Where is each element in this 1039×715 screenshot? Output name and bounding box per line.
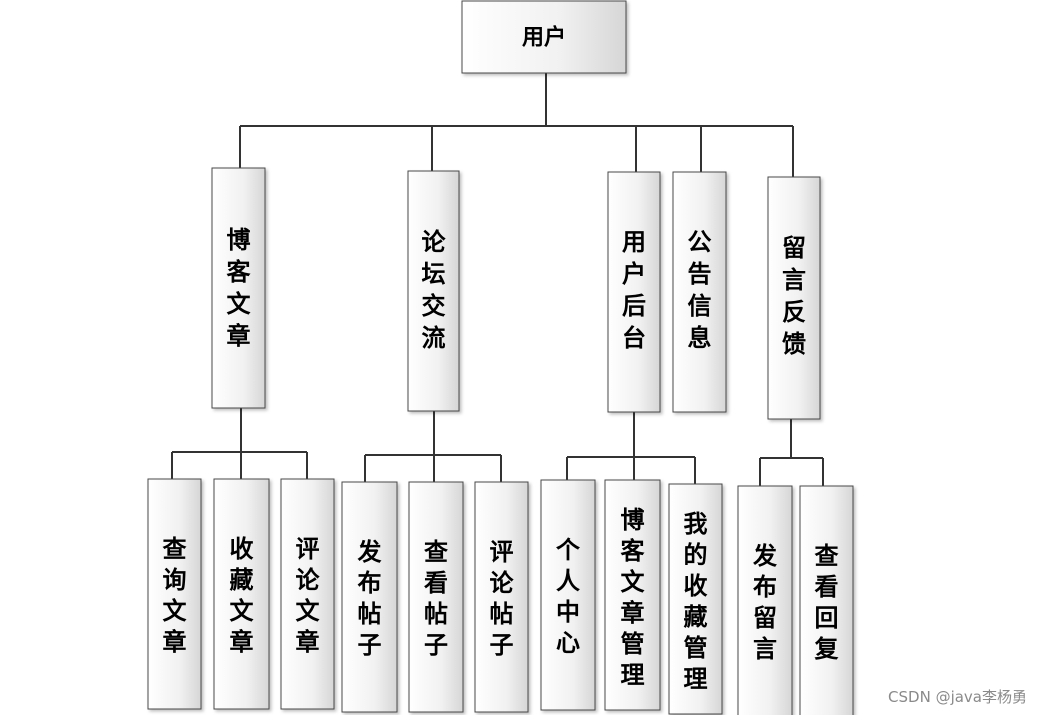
node-notice: 公告信息: [672, 171, 727, 413]
node-forum: 论坛交流: [407, 170, 460, 412]
child-node-forum-0-rect: [341, 481, 398, 713]
child-node-forum-2-label: 评论帖子: [490, 538, 515, 659]
node-backend-rect: [607, 171, 661, 413]
node-backend: 用户后台: [607, 171, 661, 413]
child-node-backend-2-rect: [668, 483, 723, 715]
child-node-forum-1-rect: [408, 481, 464, 713]
child-node-forum-2-rect: [474, 481, 529, 713]
child-node-feedback-0: 发布留言: [737, 485, 793, 715]
node-feedback-label: 留言反馈: [782, 234, 806, 358]
node-forum-rect: [407, 170, 460, 412]
child-node-forum-0-label: 发布帖子: [357, 538, 382, 659]
child-node-blog-2-label: 评论文章: [296, 535, 321, 656]
node-notice-rect: [672, 171, 727, 413]
root-node: 用户: [461, 0, 627, 74]
node-notice-label: 公告信息: [688, 228, 712, 352]
child-node-feedback-1-rect: [799, 485, 854, 715]
child-node-blog-0: 查询文章: [147, 478, 202, 710]
root-node-rect: [461, 0, 627, 74]
node-blog-rect: [211, 167, 266, 409]
child-node-forum-0: 发布帖子: [341, 481, 398, 713]
child-node-feedback-0-label: 发布留言: [752, 542, 777, 663]
child-node-feedback-0-rect: [737, 485, 793, 715]
child-node-blog-0-rect: [147, 478, 202, 710]
child-node-blog-2-rect: [280, 478, 335, 710]
child-node-blog-2: 评论文章: [280, 478, 335, 710]
child-node-backend-2: 我的收藏管理: [668, 483, 723, 715]
node-feedback-rect: [767, 176, 821, 420]
child-node-blog-1-rect: [213, 478, 270, 710]
child-node-backend-0-label: 个人中心: [556, 536, 581, 657]
child-node-forum-1: 查看帖子: [408, 481, 464, 713]
child-node-backend-1-rect: [604, 479, 661, 711]
child-node-backend-0-rect: [540, 479, 596, 711]
child-node-blog-1-label: 收藏文章: [230, 535, 255, 656]
child-node-backend-0: 个人中心: [540, 479, 596, 711]
child-node-backend-1-label: 博客文章管理: [621, 506, 646, 689]
child-node-backend-2-label: 我的收藏管理: [684, 510, 708, 693]
child-node-feedback-1-label: 查看回复: [814, 542, 840, 663]
node-forum-label: 论坛交流: [422, 228, 447, 352]
node-blog: 博客文章: [211, 167, 266, 409]
child-node-forum-1-label: 查看帖子: [424, 538, 448, 659]
child-node-forum-2: 评论帖子: [474, 481, 529, 713]
root-node-label: 用户: [522, 25, 566, 51]
child-node-blog-0-label: 查询文章: [163, 535, 188, 656]
child-node-feedback-1: 查看回复: [799, 485, 854, 715]
node-feedback: 留言反馈: [767, 176, 821, 420]
node-backend-label: 用户后台: [622, 228, 646, 352]
watermark: CSDN @java李杨勇: [888, 688, 1027, 706]
child-node-backend-1: 博客文章管理: [604, 479, 661, 711]
node-blog-label: 博客文章: [227, 226, 252, 350]
child-node-blog-1: 收藏文章: [213, 478, 270, 710]
connector-lines: [171, 73, 824, 486]
